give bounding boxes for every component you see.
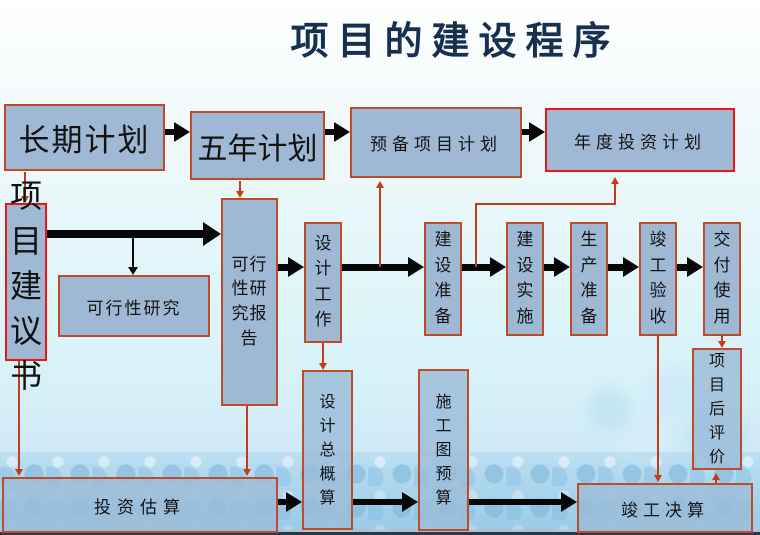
node-label: 竣工验收 — [649, 230, 667, 327]
node-label: 预备项目计划 — [370, 135, 502, 155]
arrow-preparation-to-implementation — [462, 264, 490, 271]
link-report-to-estimate — [246, 406, 248, 470]
node-long-term-plan: 长期计划 — [4, 104, 165, 171]
link-arrowhead — [610, 174, 619, 184]
node-label: 建设实施 — [516, 230, 534, 327]
node-project-proposal-label: 项目建议书 — [9, 177, 42, 395]
arrow-report-to-design — [278, 264, 290, 271]
node-design-total-budget: 设计总概算 — [302, 370, 353, 530]
arrowhead — [286, 492, 305, 512]
node-investment-estimate: 投资估算 — [2, 477, 278, 533]
link-design-to-totalbudget — [322, 343, 324, 364]
arrowhead — [529, 122, 548, 142]
arrowhead — [408, 257, 427, 277]
node-label: 竣工决算 — [621, 500, 709, 521]
node-design-work: 设计工作 — [304, 222, 342, 343]
link-arrowhead — [318, 363, 327, 373]
link-arrowhead — [20, 196, 29, 206]
slide-title: 项目的建设程序 — [290, 18, 620, 63]
node-label: 可行性研究 — [86, 298, 182, 319]
arrow-estimate-to-totalbudget — [278, 499, 286, 505]
node-post-project-evaluation: 项目后评价 — [692, 348, 742, 470]
node-label: 可行性研究报告 — [231, 254, 268, 349]
link-longterm-to-proposal — [24, 172, 26, 197]
link-fiveyear-to-report — [239, 181, 241, 192]
node-label: 生产准备 — [580, 230, 598, 327]
link-arrowhead — [14, 469, 23, 479]
node-label: 施工图预算 — [435, 392, 452, 507]
link-arrowhead — [653, 475, 662, 485]
node-project-proposal — [5, 203, 47, 361]
node-label: 长期计划 — [18, 123, 151, 159]
node-completion-acceptance: 竣工验收 — [639, 222, 677, 336]
arrow-fiveyear-to-preliminary — [325, 129, 336, 135]
arrow-preliminary-to-annual — [522, 129, 531, 135]
node-label: 建设准备 — [434, 230, 452, 327]
node-construction-preparation: 建设准备 — [424, 222, 462, 336]
arrowhead — [174, 122, 193, 142]
node-construction-drawing-budget: 施工图预算 — [418, 369, 469, 531]
arrow-longterm-to-fiveyear — [165, 129, 176, 135]
link-arrowhead — [717, 341, 726, 351]
arrowhead — [554, 257, 573, 277]
link-designflow-to-preliminary — [379, 185, 381, 267]
link-acceptance-to-finalaccount — [657, 336, 659, 476]
node-feasibility-study-report: 可行性研究报告 — [221, 198, 278, 406]
node-delivery-for-use: 交付使用 — [703, 222, 741, 336]
arrowhead — [687, 257, 706, 277]
arrow-proposal-to-report — [47, 230, 205, 238]
node-five-year-plan: 五年计划 — [190, 111, 325, 180]
link-finalaccount-to-evaluation — [715, 477, 717, 483]
node-construction-implementation: 建设实施 — [506, 222, 544, 336]
link-arrowhead — [711, 470, 720, 480]
link-arrowhead — [375, 178, 384, 188]
node-label: 设计工作 — [314, 233, 332, 331]
link-arrowhead — [242, 469, 251, 479]
node-label: 项目后评价 — [708, 351, 725, 466]
node-preliminary-project-plan: 预备项目计划 — [350, 107, 522, 178]
arrowhead — [334, 122, 353, 142]
node-label: 投资估算 — [94, 497, 186, 518]
node-label: 设计总概算 — [319, 392, 336, 507]
arrow-branch-to-feasibility-study — [132, 238, 134, 268]
arrow-drawingbudget-to-finalaccount — [469, 499, 561, 505]
arrowhead — [402, 492, 421, 512]
arrow-acceptance-to-delivery — [677, 264, 687, 271]
arrow-design-to-preparation — [342, 264, 408, 271]
link-proposal-to-estimate — [18, 361, 20, 470]
node-label: 五年计划 — [197, 131, 318, 167]
arrowhead — [128, 267, 138, 278]
arrowhead — [203, 222, 224, 246]
node-label: 年度投资计划 — [574, 132, 706, 153]
link-arrowhead — [235, 191, 244, 201]
link-prepflow-to-annual-v1 — [475, 203, 477, 267]
arrowhead — [288, 257, 307, 277]
link-prepflow-to-annual-v2 — [614, 181, 616, 205]
arrowhead — [561, 492, 580, 512]
arrowhead — [490, 257, 509, 277]
arrow-production-to-acceptance — [608, 264, 623, 271]
node-annual-investment-plan: 年度投资计划 — [545, 108, 735, 172]
node-feasibility-study: 可行性研究 — [58, 275, 210, 337]
node-completion-final-account: 竣工决算 — [577, 483, 753, 533]
link-prepflow-to-annual-h — [475, 203, 616, 205]
arrow-implementation-to-production — [544, 264, 554, 271]
node-label: 交付使用 — [713, 230, 731, 327]
arrow-totalbudget-to-drawingbudget — [353, 499, 402, 505]
link-delivery-to-evaluation — [721, 336, 723, 342]
arrowhead — [623, 257, 642, 277]
node-production-preparation: 生产准备 — [570, 222, 608, 336]
